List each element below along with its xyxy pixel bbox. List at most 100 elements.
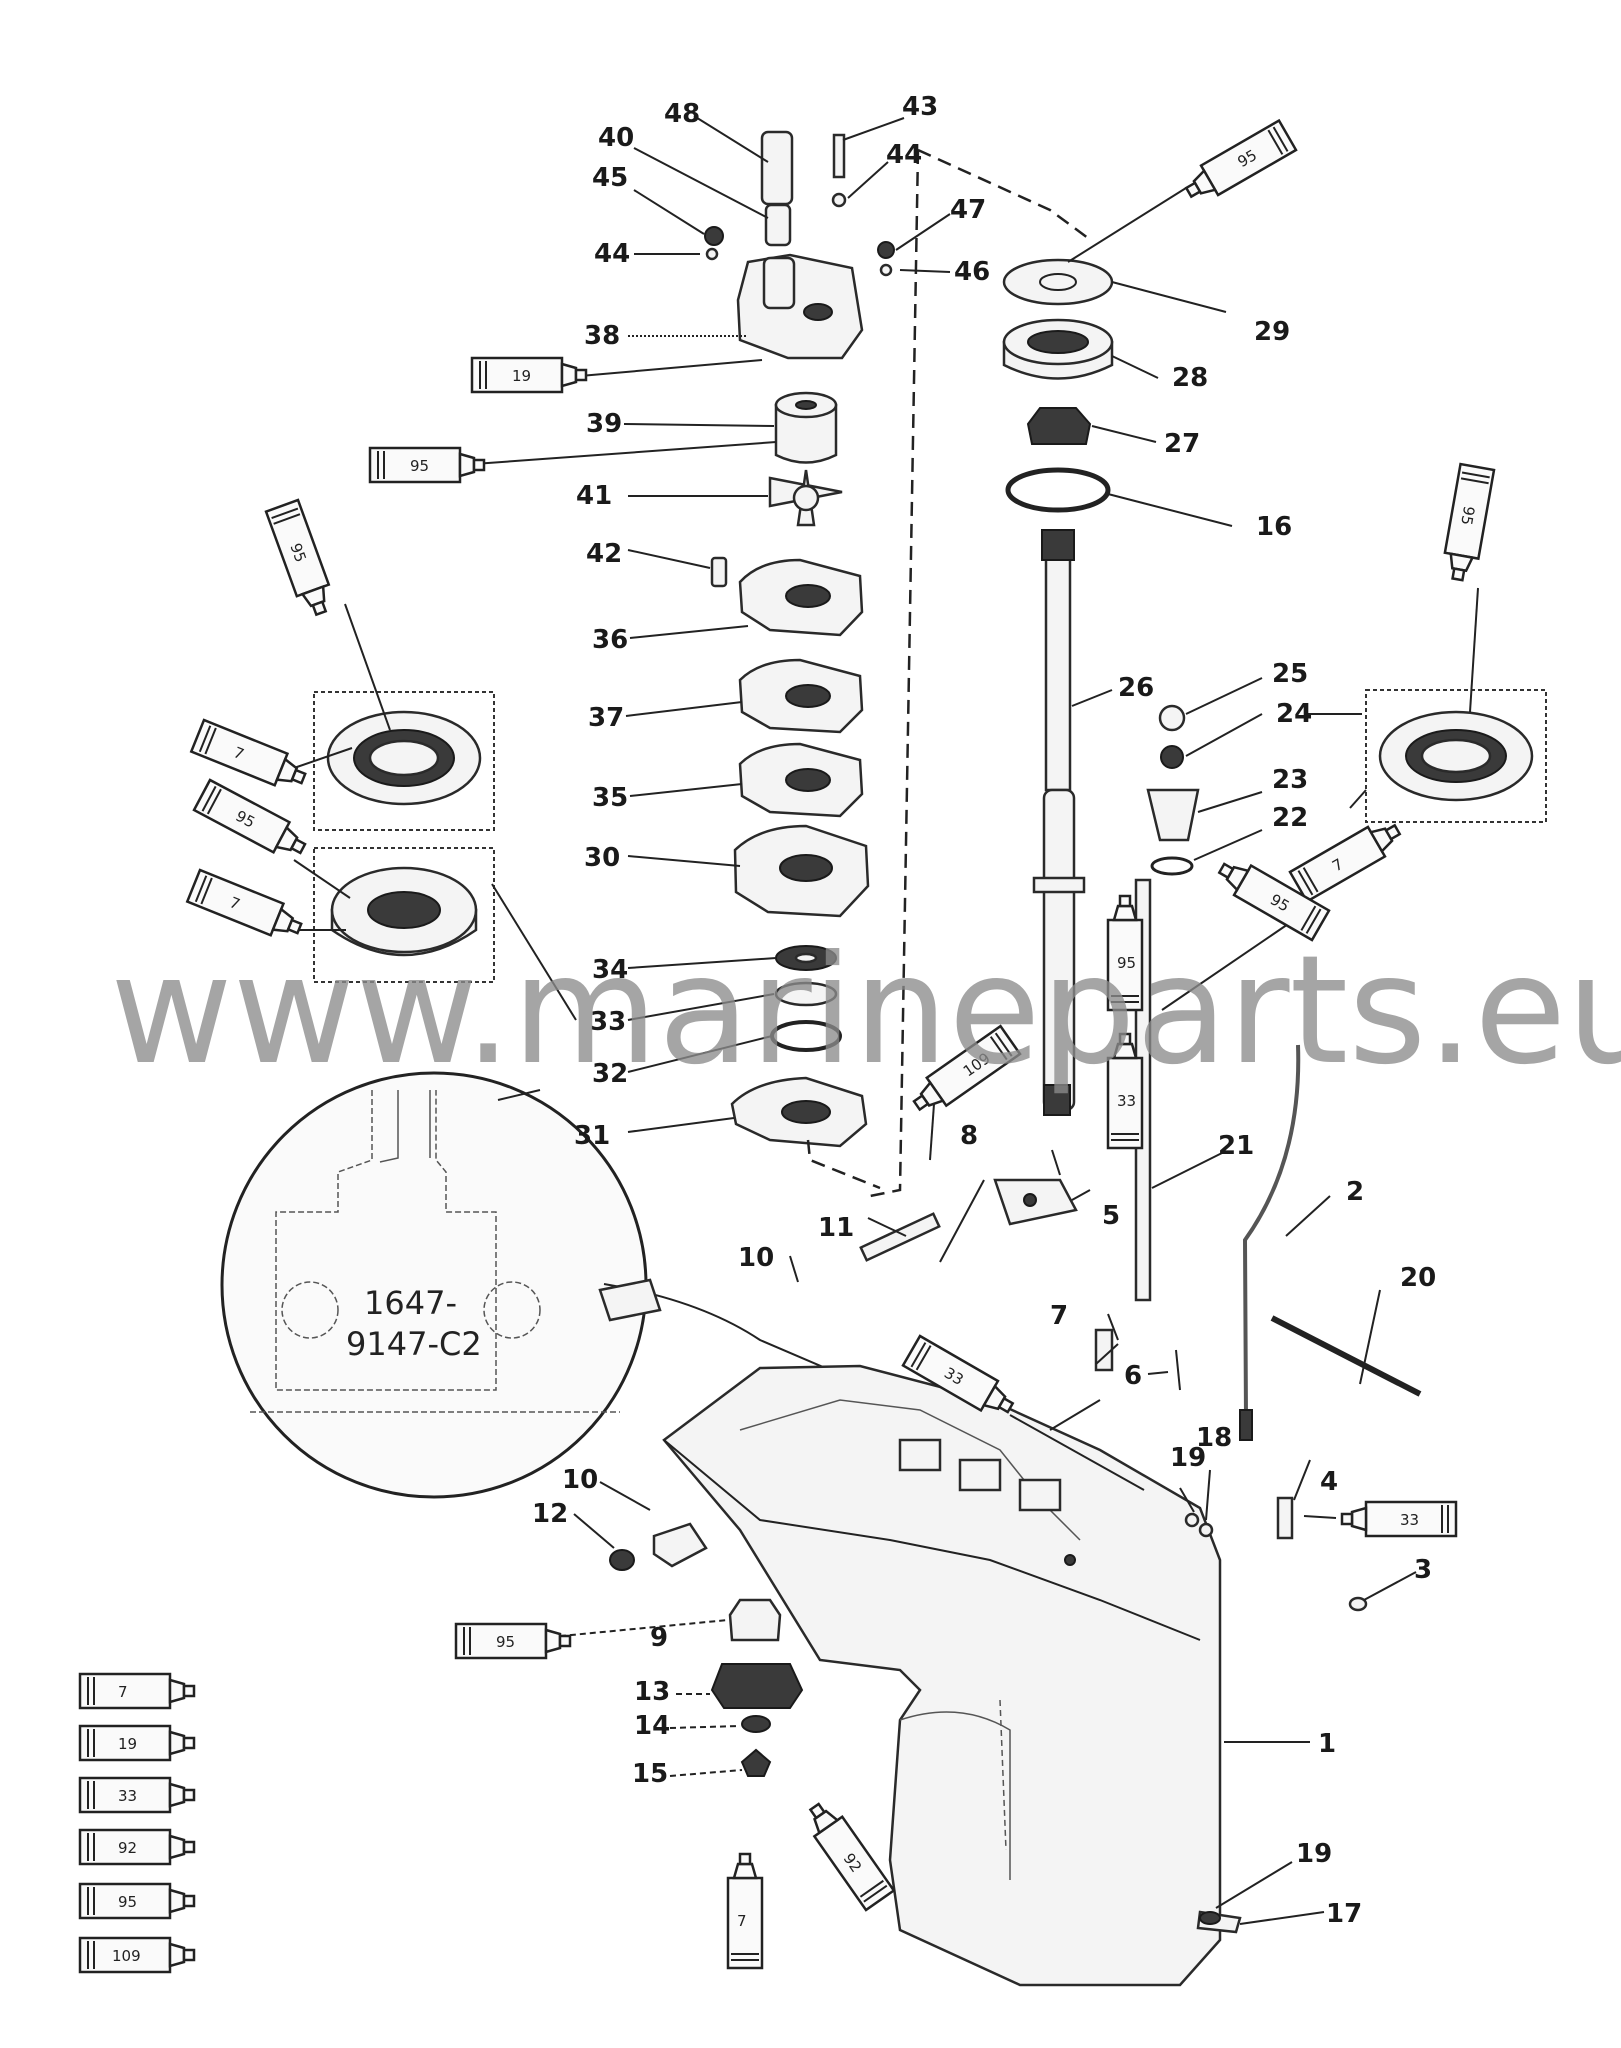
tube-95-left-mid: 95 [192, 778, 312, 865]
part-38-pump-housing [736, 253, 864, 360]
watermark-text: www.marineparts.eu [110, 924, 1621, 1098]
callout-15: 15 [632, 1759, 668, 1789]
part-48-sleeve [760, 130, 794, 206]
callout-42: 42 [586, 539, 622, 569]
tube-7-left: 7 [190, 718, 311, 796]
tube-95-right-top: 95 [1439, 462, 1496, 584]
legend-tube-19: 19 [78, 1724, 196, 1762]
part-22-o-ring [1150, 856, 1194, 876]
callout-32: 32 [592, 1059, 628, 1089]
callout-13: 13 [634, 1677, 670, 1707]
part-7-clip [1094, 1328, 1114, 1372]
part-10-anode-upper [598, 1278, 662, 1322]
guide-dashed-vertical [869, 149, 920, 1198]
tube-7-left-seal: 7 [186, 868, 307, 946]
tube-33-shaft: 33 [1106, 1032, 1144, 1150]
callout-10-upper: 10 [738, 1243, 774, 1273]
part-33-spacer [774, 981, 838, 1007]
bearing-box-left [313, 691, 495, 831]
lubricant-legend: 7 19 33 92 95 109 [78, 1672, 196, 1974]
callout-34: 34 [592, 955, 628, 985]
part-40-tube [764, 203, 792, 247]
callout-46: 46 [954, 257, 990, 287]
callout-33: 33 [590, 1007, 626, 1037]
tube-109: 109 [905, 1024, 1022, 1121]
part-26-drive-shaft [1044, 538, 1072, 792]
legend-label: 92 [118, 1839, 137, 1857]
detail-label-line2: 9147-C2 [346, 1325, 482, 1363]
callout-35: 35 [592, 783, 628, 813]
tube-95-right-mid: 95 [1212, 852, 1331, 942]
callout-labels: 48 43 40 44 45 47 44 46 38 29 28 27 39 4… [532, 92, 1436, 1929]
part-16-shim [1005, 467, 1111, 513]
callout-2: 2 [1346, 1177, 1364, 1207]
callout-24: 24 [1276, 699, 1312, 729]
part-43-screw [832, 133, 846, 179]
tube-19-mid: 19 [470, 356, 588, 394]
detail-label-line1: 1647- [364, 1284, 457, 1322]
part-4-stud [1276, 1496, 1294, 1540]
legend-label: 109 [112, 1947, 141, 1965]
callout-3: 3 [1414, 1555, 1432, 1585]
tube-33-housing: 33 [901, 1334, 1020, 1424]
legend-label: 33 [118, 1787, 137, 1805]
part-42-key [710, 556, 728, 588]
legend-tube-109: 109 [78, 1936, 196, 1974]
callout-11: 11 [818, 1213, 854, 1243]
tube-label: 95 [410, 457, 429, 475]
tube-label: 95 [496, 1633, 515, 1651]
callout-37: 37 [588, 703, 624, 733]
part-47-nut [877, 241, 895, 259]
callout-47: 47 [950, 195, 986, 225]
callout-41: 41 [576, 481, 612, 511]
part-13-gear [710, 1663, 804, 1709]
bearing-box-right [1365, 689, 1547, 823]
part-41-impeller [768, 469, 843, 527]
pump-housing-assembly [704, 130, 895, 360]
tube-label: 95 [286, 541, 309, 565]
callout-4: 4 [1320, 1467, 1338, 1497]
part-10-anode [652, 1522, 708, 1568]
callout-40: 40 [598, 123, 634, 153]
callout-39: 39 [586, 409, 622, 439]
callout-23: 23 [1272, 765, 1308, 795]
detail-magnifier: 1647- 9147-C2 [220, 1071, 1041, 1499]
callout-9: 9 [650, 1623, 668, 1653]
callout-8: 8 [960, 1121, 978, 1151]
part-29-retainer [1002, 258, 1114, 306]
part-19-washer [1184, 1512, 1200, 1528]
callout-29: 29 [1254, 317, 1290, 347]
part-12-nut [609, 1549, 635, 1571]
callout-27: 27 [1164, 429, 1200, 459]
tube-leaders [293, 187, 1479, 1519]
tube-label: 33 [1117, 1092, 1136, 1110]
callout-48: 48 [664, 99, 700, 129]
part-45-nut [704, 226, 724, 246]
legend-tube-7: 7 [78, 1672, 196, 1710]
part-2-cable [1242, 1044, 1301, 1421]
part-20-tie [1270, 1315, 1422, 1397]
callout-1: 1 [1318, 1729, 1336, 1759]
guide-dashed-diagonal [917, 148, 1089, 240]
callout-31: 31 [574, 1121, 610, 1151]
callout-6: 6 [1124, 1361, 1142, 1391]
legend-label: 95 [118, 1893, 137, 1911]
callout-19-bottom: 19 [1296, 1839, 1332, 1869]
callout-36: 36 [592, 625, 628, 655]
callout-26: 26 [1118, 673, 1154, 703]
callout-43: 43 [902, 92, 938, 122]
callout-16: 16 [1256, 512, 1292, 542]
callout-25: 25 [1272, 659, 1308, 689]
legend-label: 19 [118, 1735, 137, 1753]
part-15-nut [740, 1748, 772, 1777]
leader-lines [539, 115, 1417, 1925]
tube-95-gear: 95 [454, 1622, 572, 1660]
part-24-washer [1160, 745, 1184, 769]
legend-label: 7 [118, 1683, 128, 1701]
callout-21: 21 [1218, 1131, 1254, 1161]
tube-label: 95 [1117, 954, 1136, 972]
tube-95-top: 95 [1179, 119, 1298, 209]
callout-44-top: 44 [886, 140, 922, 170]
callout-20: 20 [1400, 1263, 1436, 1293]
